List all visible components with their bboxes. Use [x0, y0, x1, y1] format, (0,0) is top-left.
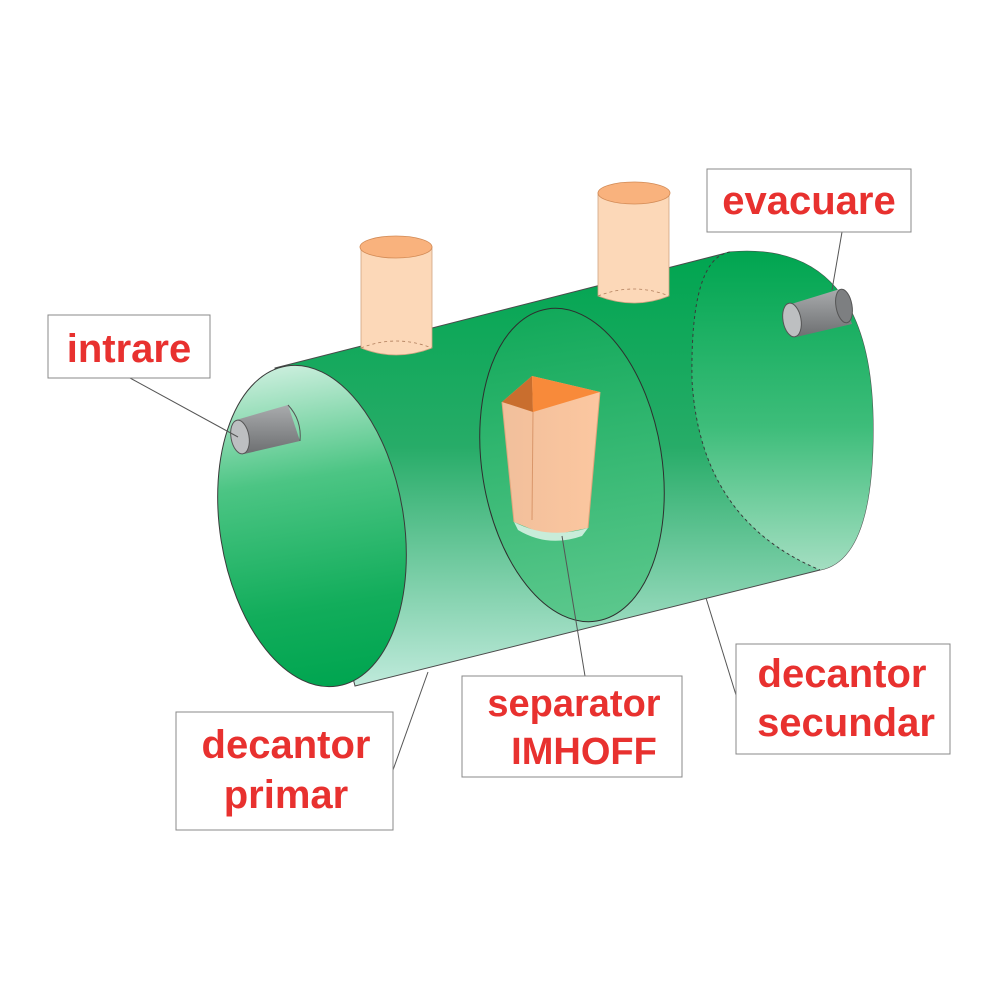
label-decantor-secundar: decantor secundar	[735, 643, 951, 755]
riser-left	[359, 235, 433, 356]
tank-right-end	[691, 251, 874, 571]
label-evacuare: evacuare	[706, 168, 912, 233]
label-intrare-text: intrare	[67, 327, 192, 371]
leader-separator	[561, 535, 586, 677]
label-decantor-secundar-line2: secundar	[757, 701, 935, 745]
riser-right	[597, 181, 671, 304]
leader-lines	[129, 231, 843, 771]
label-decantor-primar: decantor primar	[175, 711, 394, 831]
label-decantor-primar-line1: decantor	[202, 723, 371, 767]
inlet-pipe	[230, 404, 301, 455]
label-decantor-primar-line2: primar	[224, 773, 349, 817]
leader-intrare	[129, 377, 239, 438]
label-separator-line1: separator	[487, 683, 660, 725]
outlet-pipe	[782, 288, 853, 338]
leader-evacuare	[831, 231, 843, 291]
leader-decantor-secundar	[705, 597, 737, 696]
label-intrare: intrare	[47, 314, 211, 379]
imhoff-separator	[501, 376, 601, 541]
leader-decantor-primar	[392, 671, 429, 771]
label-decantor-secundar-line1: decantor	[758, 652, 927, 696]
label-separator-line2: IMHOFF	[511, 731, 657, 773]
label-separator-imhoff: separator IMHOFF	[461, 675, 683, 778]
label-evacuare-text: evacuare	[722, 179, 895, 223]
